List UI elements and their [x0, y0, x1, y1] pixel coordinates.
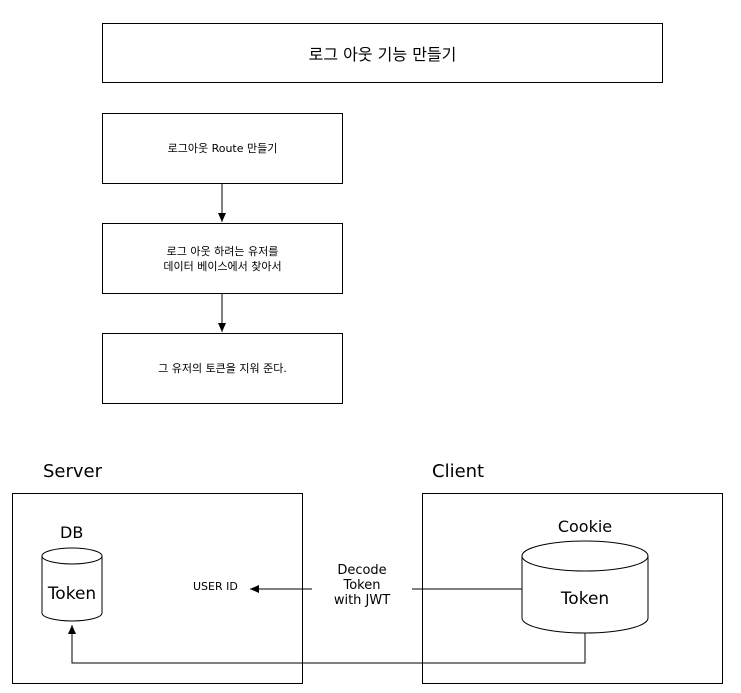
return-to-db-arrow: [68, 625, 586, 664]
step-box-2: 로그 아웃 하려는 유저를 데이터 베이스에서 찾아서: [102, 223, 343, 294]
cookie-cylinder: [521, 540, 649, 634]
db-content: Token: [47, 584, 97, 604]
title-box: 로그 아웃 기능 만들기: [102, 23, 663, 83]
cookie-content: Token: [560, 589, 610, 609]
decode-edge-label: Decode Token with JWT: [312, 563, 412, 609]
server-label: Server: [43, 461, 103, 482]
db-cylinder: [41, 547, 103, 622]
step-box-1: 로그아웃 Route 만들기: [102, 113, 343, 184]
user-id-label: USER ID: [193, 580, 238, 593]
step-1-text: 로그아웃 Route 만들기: [167, 142, 278, 155]
title-text: 로그 아웃 기능 만들기: [308, 45, 457, 64]
db-label: DB: [60, 523, 84, 542]
step-2-text: 로그 아웃 하려는 유저를 데이터 베이스에서 찾아서: [163, 244, 282, 273]
cookie-label: Cookie: [557, 517, 613, 536]
step-box-3: 그 유저의 토큰을 지워 준다.: [102, 333, 343, 404]
client-label: Client: [432, 461, 485, 482]
step-3-text: 그 유저의 토큰을 지워 준다.: [158, 362, 287, 375]
